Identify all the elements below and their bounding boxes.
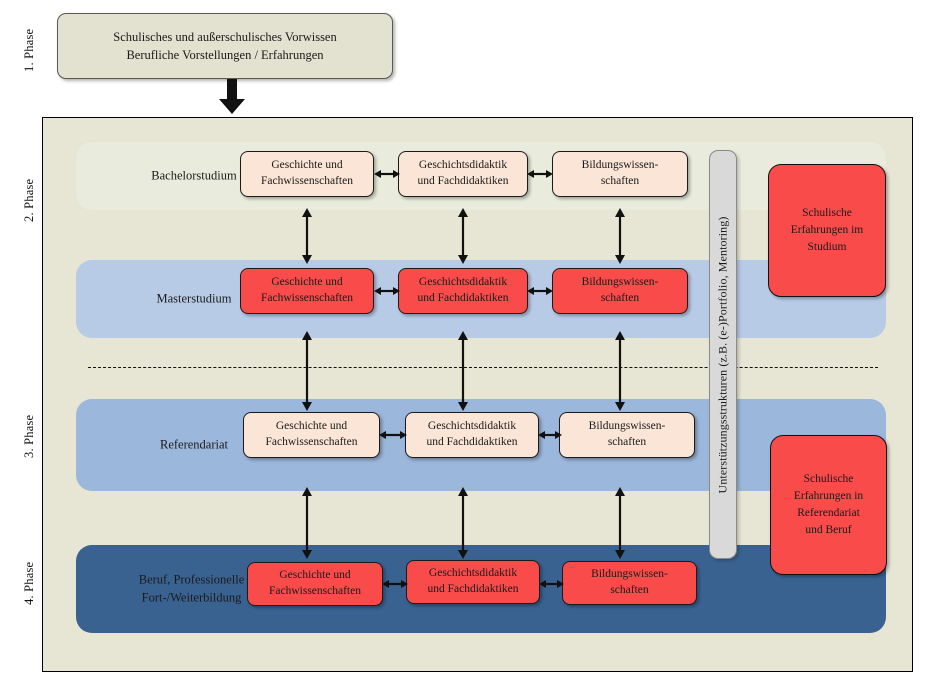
phase-label-1: 1. Phase [22,28,36,72]
arrow-bachelor-gd-bw-icon [527,170,553,178]
band-title-beruf: Beruf, Professionelle Fort-/Weiterbildun… [104,572,279,607]
box-line1: Bildungswissen- [588,420,666,433]
band-title-beruf-line1: Beruf, Professionelle [138,572,245,587]
arrow-vertical-referendariat-beruf-bildungswissenschaften-icon [615,487,625,559]
box-bachelor-bildungswissenschaften[interactable]: Bildungswissen- schaften [552,151,688,197]
band-title-beruf-line2: Fort-/Weiterbildung [141,590,242,604]
box-line1: Bildungswissen- [581,159,659,172]
box-master-bildungswissenschaften[interactable]: Bildungswissen- schaften [552,268,688,314]
box-beruf-bildungswissenschaften[interactable]: Bildungswissen- schaften [562,561,697,605]
box-line2: schaften [607,436,647,448]
band-beruf: Beruf, Professionelle Fort-/Weiterbildun… [76,545,886,633]
phase-separator-dashed-line [88,367,878,368]
arrow-vertical-referendariat-beruf-geschichte-icon [302,487,312,559]
box-referendariat-geschichte[interactable]: Geschichte und Fachwissenschaften [243,412,380,458]
experience-line3: Studium [807,241,847,254]
phase-label-3: 3. Phase [22,414,36,458]
arrow-master-gd-bw-icon [527,287,553,295]
box-line1: Geschichtsdidaktik [428,567,518,580]
box-line1: Geschichtsdidaktik [418,159,508,172]
box-bachelor-geschichtsdidaktik[interactable]: Geschichtsdidaktik und Fachdidaktiken [398,151,528,197]
box-line1: Bildungswissen- [581,276,659,289]
arrow-vertical-bachelor-master-geschichte-icon [302,208,312,264]
arrow-referendariat-gd-bw-icon [538,431,562,439]
support-structures-column: Unterstützungsstrukturen (z.B. (e-)Portf… [709,150,737,559]
band-title-referendariat: Referendariat [159,437,228,452]
box-line1: Bildungswissen- [591,568,668,581]
experience-box-referendariat-beruf[interactable]: Schulische Erfahrungen in Referendariat … [770,435,887,575]
arrow-beruf-gd-bw-icon [539,580,564,588]
box-line1: Geschichtsdidaktik [427,420,517,433]
experience-line2: Erfahrungen in [793,489,864,502]
box-master-geschichtsdidaktik[interactable]: Geschichtsdidaktik und Fachdidaktiken [398,268,528,314]
box-beruf-geschichte[interactable]: Geschichte und Fachwissenschaften [247,562,383,606]
phase-label-2: 2. Phase [22,178,36,222]
arrow-vertical-bachelor-master-geschichtsdidaktik-icon [458,208,468,264]
experience-line3: Referendariat [797,507,860,519]
box-master-geschichte[interactable]: Geschichte und Fachwissenschaften [240,268,374,314]
box-line2: schaften [600,292,640,304]
box-line1: Geschichtsdidaktik [418,276,508,289]
arrow-vertical-master-referendariat-geschichte-icon [302,331,312,411]
box-line2: schaften [610,584,649,596]
arrow-vertical-master-referendariat-geschichtsdidaktik-icon [458,331,468,411]
support-structures-label: Unterstützungsstrukturen (z.B. (e-)Portf… [715,216,730,493]
box-line2: Fachwissenschaften [265,436,358,448]
experience-line2: Erfahrungen im [790,223,864,236]
arrow-bachelor-g-gd-icon [374,170,400,178]
arrow-vertical-bachelor-master-bildungswissenschaften-icon [615,208,625,264]
arrow-master-g-gd-icon [374,287,400,295]
box-line2: und Fachdidaktiken [417,292,509,304]
prior-knowledge-line2: Berufliche Vorstellungen / Erfahrungen [126,48,324,62]
box-line2: Fachwissenschaften [261,175,353,187]
band-title-masterstudium: Masterstudium [156,291,232,306]
experience-line4: und Beruf [805,524,852,537]
arrow-beruf-g-gd-icon [382,580,408,588]
box-line2: und Fachdidaktiken [426,436,518,448]
box-line2: und Fachdidaktiken [427,583,519,595]
down-arrow-icon [219,79,245,114]
box-line1: Geschichte und [275,420,348,433]
box-line1: Geschichte und [271,276,343,289]
experience-line1: Schulische [802,206,852,219]
experience-line1: Schulische [803,472,854,485]
box-line2: Fachwissenschaften [261,292,353,304]
box-beruf-geschichtsdidaktik[interactable]: Geschichtsdidaktik und Fachdidaktiken [406,560,540,604]
box-referendariat-bildungswissenschaften[interactable]: Bildungswissen- schaften [559,412,695,458]
box-line1: Geschichte und [271,159,343,172]
arrow-referendariat-g-gd-icon [379,431,407,439]
prior-knowledge-line1: Schulisches und außerschulisches Vorwiss… [113,29,337,44]
box-line2: schaften [600,175,640,187]
box-line2: Fachwissenschaften [269,585,361,597]
phase-label-4: 4. Phase [22,561,36,605]
arrow-vertical-master-referendariat-bildungswissenschaften-icon [615,331,625,411]
band-title-bachelorstudium: Bachelorstudium [151,168,237,183]
arrow-vertical-referendariat-beruf-geschichtsdidaktik-icon [458,487,468,559]
prior-knowledge-box: Schulisches und außerschulisches Vorwiss… [57,13,393,79]
box-line1: Geschichte und [279,569,351,582]
box-line2: und Fachdidaktiken [417,175,509,187]
box-referendariat-geschichtsdidaktik[interactable]: Geschichtsdidaktik und Fachdidaktiken [405,412,539,458]
experience-box-studium[interactable]: Schulische Erfahrungen im Studium [768,164,886,297]
box-bachelor-geschichte[interactable]: Geschichte und Fachwissenschaften [240,151,374,197]
